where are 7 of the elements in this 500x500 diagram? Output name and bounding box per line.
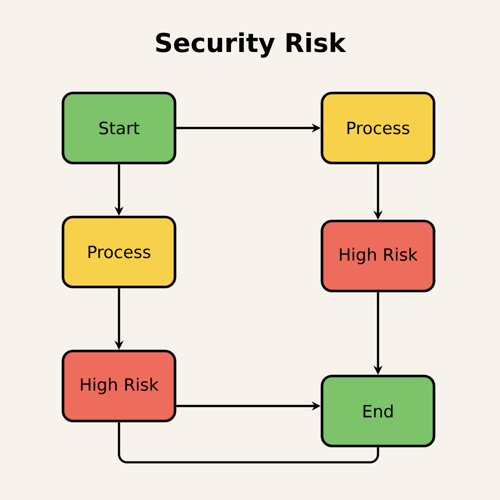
process-box: Start [62, 92, 176, 164]
process-box: Process [320, 92, 436, 164]
process-box: High Risk [62, 350, 176, 422]
process-box: High Risk [320, 220, 436, 292]
process-box: End [320, 374, 436, 448]
title: Security Risk [156, 32, 346, 58]
process-box: Process [62, 216, 176, 288]
